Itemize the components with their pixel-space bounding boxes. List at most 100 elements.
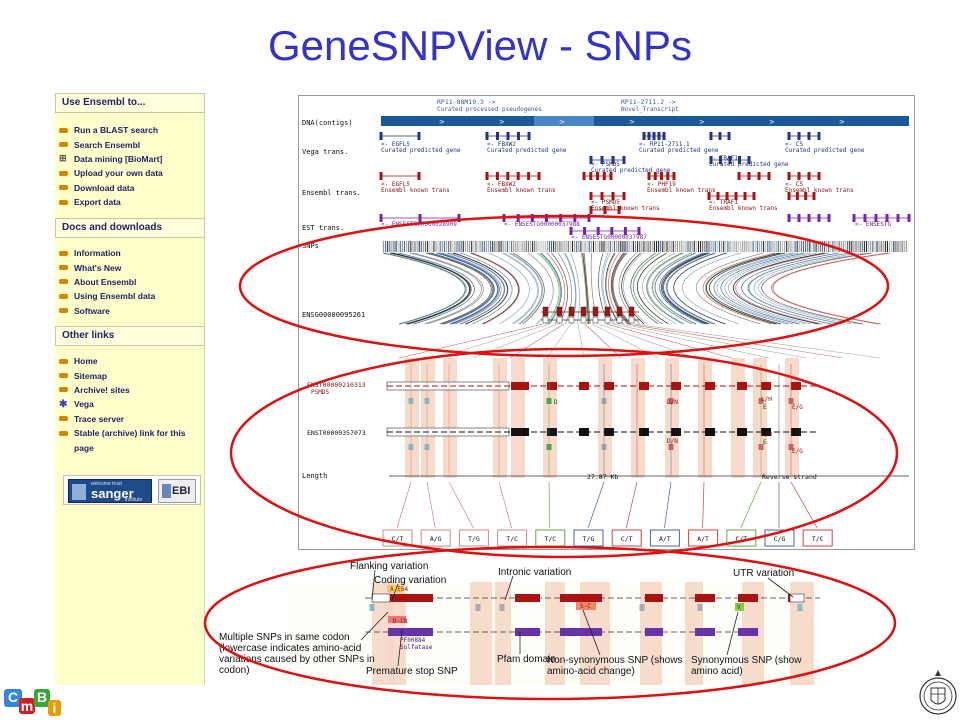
snp-tick [790,241,792,252]
dna-contig-bar[interactable] [381,116,909,126]
sidebar-item-biomart[interactable]: ⊞Data mining [BioMart] [59,152,205,166]
sidebar-item-information[interactable]: Information [59,246,205,260]
sidebar-item-label: Run a BLAST search [74,125,159,136]
snp-tick [639,241,641,252]
track-label-length: Length [302,472,327,480]
snp-tick [687,241,689,252]
snp-tick [729,241,731,252]
cmbi-logo: C m B i [4,688,64,718]
snp-tick [542,241,544,252]
allele-label: T/C [812,535,824,543]
zoom-exon [515,594,540,602]
snp-tick [882,241,884,252]
snp-fan-line [583,252,591,325]
snp-tick [427,241,429,252]
allele-label: A/T [659,535,671,543]
sidebar-item-stable-link-cont[interactable]: page [59,440,205,454]
est-gene-track-exon [596,227,600,235]
sidebar-item-archive[interactable]: Archive! sites [59,383,205,397]
ensembl-gene-track-exon [596,172,599,180]
est-gene-track-exon [610,227,614,235]
ebi-logo-text: EBI [172,485,191,497]
snp-tick [677,241,678,252]
transcript-exon [579,382,589,390]
zoom-pfam-domain [645,628,663,636]
snp-tick [853,241,855,252]
snp-fan-line [646,252,684,325]
snp-fan-line [611,252,629,325]
snp-tick [702,241,704,252]
zoom-stop-marker [388,616,406,623]
zoom-pfam-domain [695,628,715,636]
snp-tick [450,241,452,252]
sidebar-item-whats-new[interactable]: What's New [59,260,205,274]
ensembl-gene-track-exon [807,172,811,180]
sanger-logo-sub-text: institute [125,497,143,503]
snp-tick [576,241,578,252]
sidebar-item-label: Download data [74,182,135,193]
snp-tick [819,241,821,252]
gene-model-fan [605,323,733,359]
allele-box [802,529,833,547]
sidebar-item-blast[interactable]: Run a BLAST search [59,123,205,137]
snp-tick [485,241,487,252]
snp-tick [525,241,527,252]
gene-model-exon [604,306,611,317]
snp-tick [548,241,550,252]
sidebar-item-stable-link[interactable]: Stable (archive) link for this [59,426,205,440]
snp-tick [746,241,748,252]
sanger-logo[interactable]: welcome trust sanger institute [68,479,152,503]
bullet-icon [59,250,68,256]
est-gene-track-exon [885,214,889,222]
bullet-icon [59,416,68,422]
transcript-exon [547,428,557,436]
snp-fan-line [546,252,566,325]
dna-contig-segment[interactable] [534,116,594,126]
slide-title: GeneSNPView - SNPs [267,22,693,69]
snp-tick [553,241,555,252]
sidebar-item-label: page [74,442,94,453]
aa-label-d: D [554,399,558,406]
zoom-exon [560,594,602,602]
bullet-icon [59,127,68,133]
snp-tick [385,241,387,252]
allele-connector [426,481,436,529]
ensembl-gene-track-exon [527,172,531,180]
highlight-ellipse-snp-track [238,214,890,358]
sidebar-item-about[interactable]: About Ensembl [59,275,205,289]
ensembl-gene-track-exon [537,172,541,180]
snp-tick [515,241,517,252]
cmbi-letter-c: C [4,689,22,707]
sidebar-item-label: Data mining [BioMart] [74,153,163,164]
snp-tick [521,241,523,252]
sidebar-item-trace-server[interactable]: Trace server [59,412,205,426]
snp-tick [698,241,699,252]
sidebar-item-using-data[interactable]: Using Ensembl data [59,289,205,303]
contig-arrow: > [439,118,445,126]
sidebar-item-export[interactable]: Export data [59,195,205,209]
snp-tick [471,241,473,252]
sidebar-item-home[interactable]: Home [59,354,205,368]
sidebar-item-download[interactable]: Download data [59,181,205,195]
transcript-exon [791,428,801,436]
snp-tick [735,241,737,252]
sidebar-item-search[interactable]: Search Ensembl [59,137,205,151]
sidebar-item-sitemap[interactable]: Sitemap [59,368,205,382]
ebi-logo[interactable]: EBI [158,479,196,503]
cmbi-letter-b: B [34,689,50,707]
snp-tick [483,241,485,252]
snp-tick [452,241,454,252]
snp-tick [448,241,450,252]
snp-tick [443,241,445,252]
sidebar-item-vega[interactable]: ✱Vega [59,397,205,411]
track-label-vega: Vega trans. [302,148,348,156]
track-label-ensembl: Ensembl trans. [302,189,361,197]
sidebar-item-software[interactable]: Software [59,304,205,318]
sidebar-item-upload[interactable]: Upload your own data [59,166,205,180]
contig-arrow: > [629,118,635,126]
snp-tick [771,241,773,252]
snp-tick [467,241,468,252]
snp-tick [458,241,460,252]
snp-fan-line [663,252,711,325]
snp-tick [517,241,519,252]
